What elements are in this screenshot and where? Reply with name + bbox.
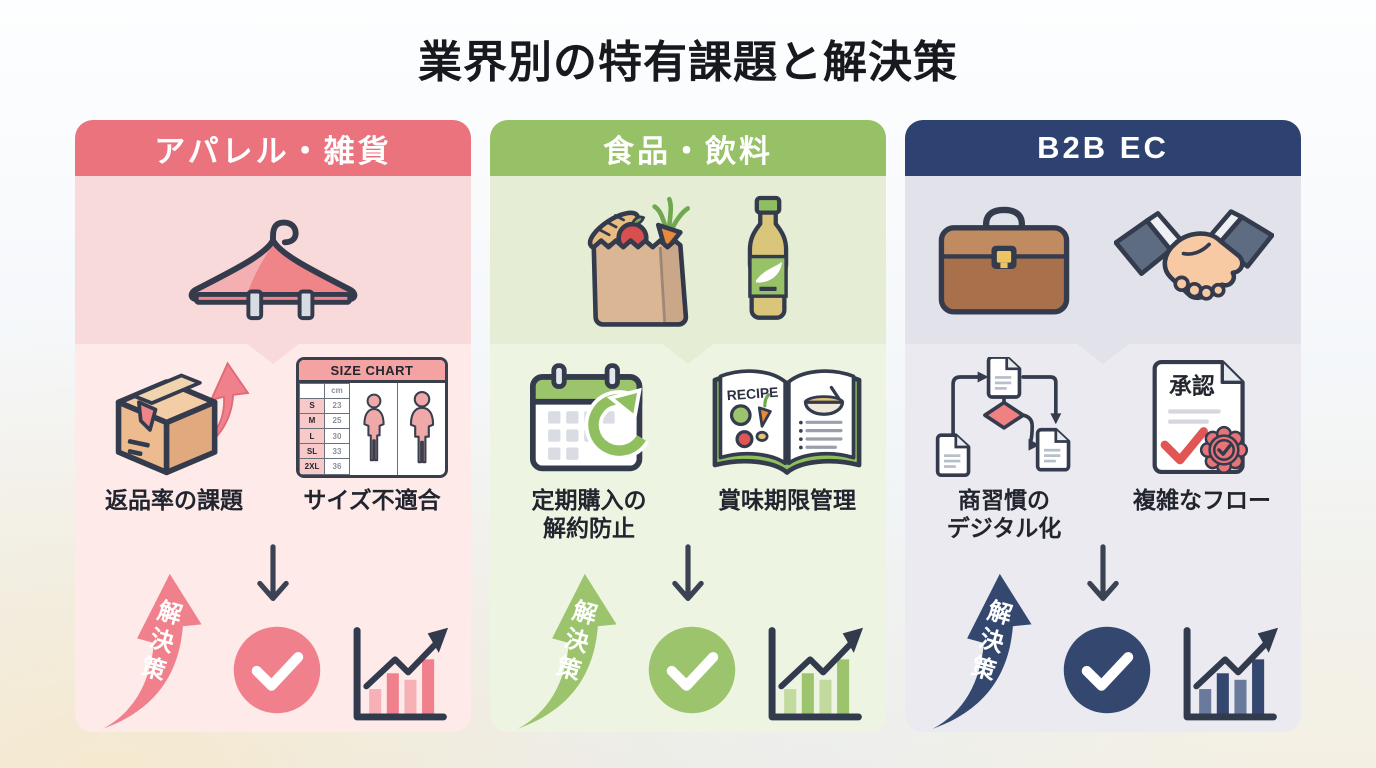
growth-chart-icon [1183, 627, 1279, 721]
challenge-item: 商習慣の デジタル化 [905, 356, 1103, 544]
person-silhouette-icon [398, 383, 445, 475]
challenge-label: 定期購入の 解約防止 [531, 487, 647, 542]
column-apparel: アパレル・雑貨 [75, 120, 471, 732]
hanger-icon [188, 219, 358, 321]
down-arrow-icon [1087, 544, 1119, 602]
solution-arrow-icon: 解決策 [512, 564, 624, 732]
check-circle-icon [648, 626, 736, 714]
down-arrow-icon [672, 544, 704, 602]
challenge-row: 商習慣の デジタル化 承認 [905, 356, 1301, 544]
calendar-repeat-icon [530, 363, 650, 472]
challenge-label: 賞味期限管理 [718, 487, 856, 513]
check-circle-icon [233, 626, 321, 714]
challenge-row: 定期購入の 解約防止 RECIPE [490, 356, 886, 544]
down-arrow-icon [257, 544, 289, 602]
solution-row: 解決策 [75, 558, 471, 732]
approval-doc-icon: 承認 [1152, 359, 1249, 475]
column-header-food: 食品・飲料 [490, 120, 886, 176]
svg-text:承認: 承認 [1169, 373, 1215, 399]
industry-columns: アパレル・雑貨 [75, 120, 1301, 732]
hero-icon-section [75, 176, 471, 344]
return-box-icon [115, 361, 250, 476]
handshake-icon [1114, 209, 1274, 301]
challenge-item: RECIPE [688, 356, 886, 544]
solution-row: 解決策 [905, 558, 1301, 732]
page-title: 業界別の特有課題と解決策 [418, 38, 958, 87]
challenge-item: 定期購入の 解約防止 [490, 356, 688, 544]
person-silhouette-icon [350, 382, 398, 475]
solution-arrow-icon: 解決策 [97, 564, 209, 732]
column-body: 定期購入の 解約防止 RECIPE [490, 344, 886, 732]
column-body: 商習慣の デジタル化 承認 [905, 344, 1301, 732]
challenge-label: サイズ不適合 [303, 487, 441, 513]
briefcase-icon [938, 206, 1070, 315]
grocery-bag-icon [587, 196, 691, 327]
challenge-label: 返品率の課題 [105, 487, 243, 513]
challenge-item: 承認 [1103, 356, 1301, 544]
growth-chart-icon [768, 627, 864, 721]
challenge-item: 返品率の課題 [75, 356, 273, 544]
check-circle-icon [1063, 626, 1151, 714]
column-b2b: B2B EC [905, 120, 1301, 732]
column-header-apparel: アパレル・雑貨 [75, 120, 471, 176]
challenge-label: 商習慣の デジタル化 [946, 487, 1062, 542]
growth-chart-icon [353, 627, 449, 721]
solution-row: 解決策 [490, 558, 886, 732]
challenge-label: 複雑なフロー [1133, 487, 1271, 513]
recipe-book-icon: RECIPE [712, 369, 862, 475]
column-title: アパレル・雑貨 [154, 133, 392, 169]
column-title: 食品・飲料 [603, 133, 773, 169]
solution-arrow-icon: 解決策 [927, 564, 1039, 732]
column-header-b2b: B2B EC [905, 120, 1301, 176]
column-food: 食品・飲料 [490, 120, 886, 732]
flowchart-icon [935, 357, 1071, 477]
hero-icon-section [490, 176, 886, 344]
size-chart-title: SIZE CHART [299, 359, 445, 383]
bottle-icon [747, 195, 789, 320]
hero-icon-section [905, 176, 1301, 344]
column-title: B2B EC [1037, 130, 1169, 165]
